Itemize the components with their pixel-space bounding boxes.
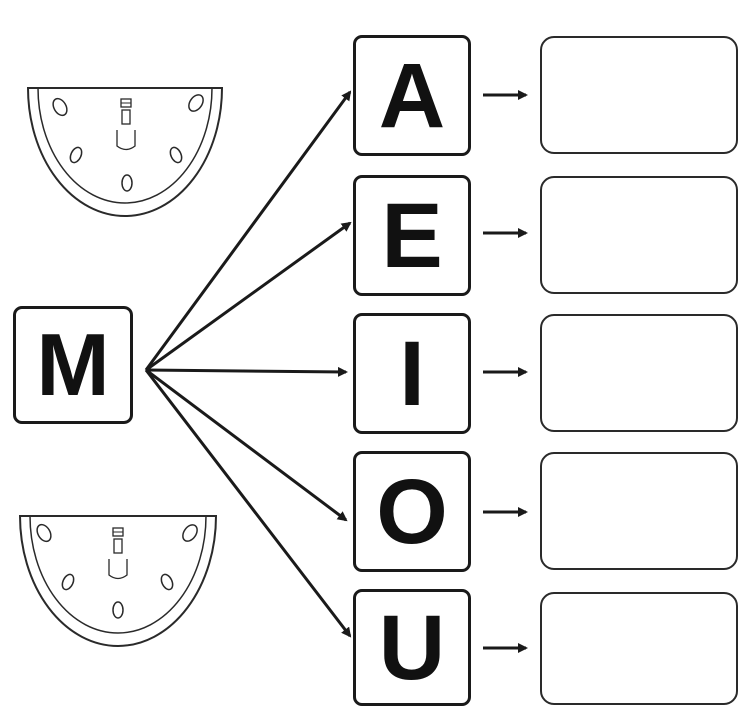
watermelon-slice-icon xyxy=(18,515,218,647)
connector-arrow xyxy=(145,368,348,522)
vowel-box: O xyxy=(353,451,471,572)
connector-arrow xyxy=(144,90,352,371)
vowel-letter: O xyxy=(376,460,448,563)
answer-box[interactable] xyxy=(540,592,738,705)
vowel-box: E xyxy=(353,175,471,296)
source-letter-box: M xyxy=(13,306,133,424)
vowel-letter: A xyxy=(378,44,446,147)
vowel-box: A xyxy=(353,35,471,156)
answer-box[interactable] xyxy=(540,36,738,154)
fan-arrows xyxy=(144,90,352,638)
answer-box[interactable] xyxy=(540,314,738,432)
vowel-box: U xyxy=(353,589,471,706)
connector-arrow xyxy=(145,366,348,377)
vowel-letter: I xyxy=(399,322,425,425)
source-letter: M xyxy=(36,315,110,414)
vowel-box: I xyxy=(353,313,471,434)
row-arrows xyxy=(483,90,528,653)
vowel-letter: E xyxy=(381,184,443,287)
answer-box[interactable] xyxy=(540,452,738,570)
answer-box[interactable] xyxy=(540,176,738,294)
vowel-letter: U xyxy=(378,596,446,699)
connector-arrow xyxy=(145,221,352,372)
watermelon-slice-icon xyxy=(26,87,224,217)
connector-arrow xyxy=(144,369,352,638)
